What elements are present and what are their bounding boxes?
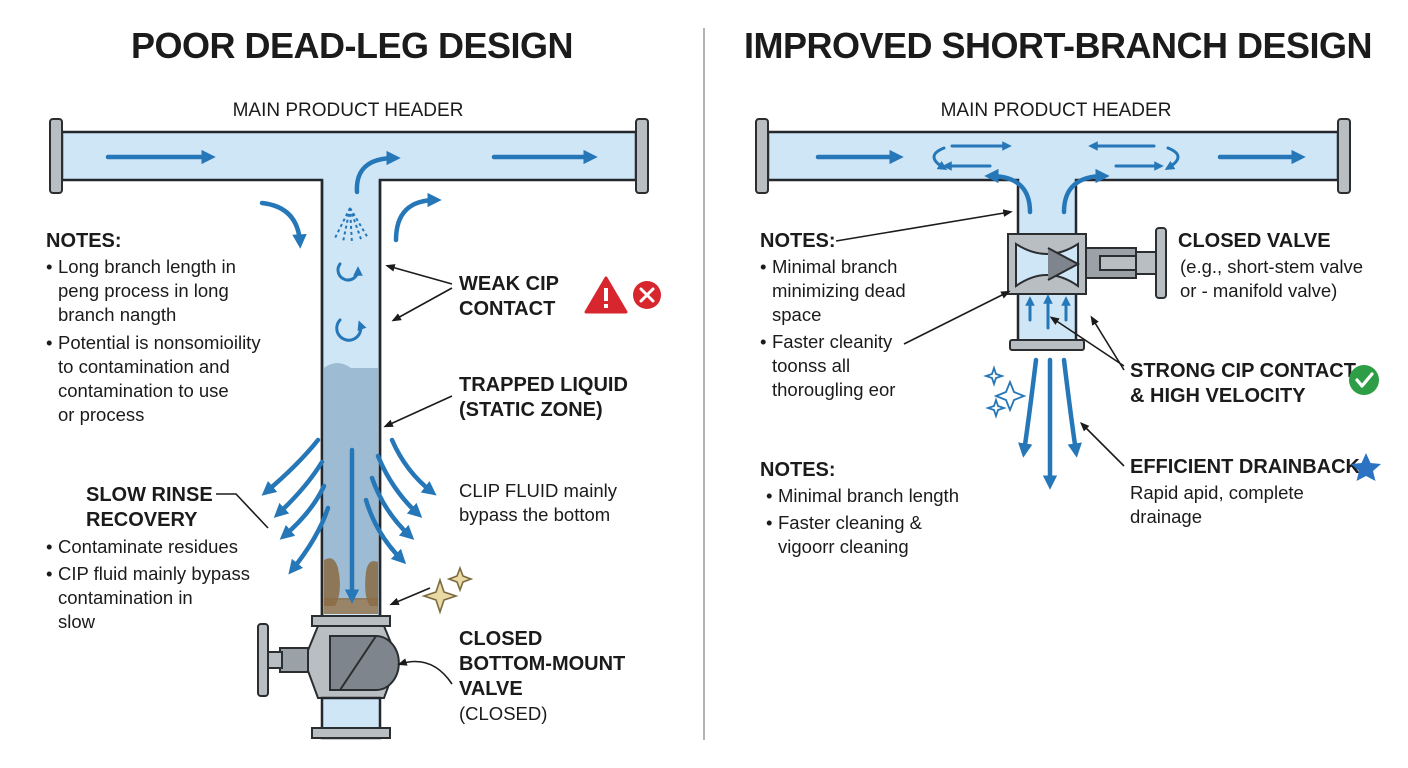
left-callout-weak-cip: WEAK CIP CONTACT <box>459 273 564 320</box>
right-flange-left <box>755 118 769 194</box>
left-bypass-arrows-right <box>363 437 437 565</box>
left-note-1-line-1: Long branch length in <box>58 256 236 277</box>
left-swirl-1 <box>336 262 363 282</box>
right-notes2-list: •Minimal branch length •Faster cleaning … <box>766 485 964 557</box>
left-flange-left <box>49 118 63 194</box>
left-slow-notes: •Contaminate residues •CIP fluid mainly … <box>46 536 255 632</box>
left-notes-list: •Long branch length in peng process in l… <box>46 256 266 425</box>
left-note-2-line-4: or process <box>58 404 144 425</box>
right-flange-right <box>1337 118 1351 194</box>
right-notes1-heading: NOTES: <box>760 230 836 252</box>
right-sparkle-icon <box>983 365 1027 419</box>
left-callout-slow-rinse: SLOW RINSE RECOVERY <box>86 484 218 531</box>
right-panel: IMPROVED SHORT-BRANCH DESIGN MAIN PRODUC… <box>744 25 1381 557</box>
right-callout-valve-sub: (e.g., short-stem valve or - manifold va… <box>1180 256 1368 301</box>
left-callout-bypass: CLIP FLUID mainly bypass the bottom <box>459 480 622 525</box>
left-callout-valve: CLOSED BOTTOM-MOUNT VALVE <box>459 628 631 700</box>
left-spray-icon <box>333 207 369 245</box>
left-liquid-surface <box>324 363 378 373</box>
left-note-2-line-2: to contamination and <box>58 356 230 377</box>
left-residue <box>324 558 378 606</box>
left-callout-trapped: TRAPPED LIQUID (STATIC ZONE) <box>459 374 633 421</box>
right-notes1-list: •Minimal branch minimizing dead space •F… <box>760 256 911 400</box>
left-note-1-line-2: peng process in long <box>58 280 229 301</box>
left-header-label: MAIN PRODUCT HEADER <box>233 100 464 121</box>
left-swirl-2 <box>335 318 367 342</box>
left-note-1-line-3: branch nangth <box>58 304 176 325</box>
left-flow-arrow-3 <box>354 150 401 195</box>
warning-icon <box>584 276 628 314</box>
right-callout-valve: CLOSED VALVE <box>1178 230 1331 252</box>
right-callout-drain: EFFICIENT DRAINBACK <box>1130 456 1361 478</box>
left-callout-valve-sub: (CLOSED) <box>459 703 547 724</box>
check-icon <box>1349 365 1379 395</box>
error-x-icon <box>633 281 661 309</box>
right-callout-drain-sub: Rapid apid, complete drainage <box>1130 482 1309 527</box>
left-note-2-line-3: contamination to use <box>58 380 229 401</box>
left-panel: POOR DEAD-LEG DESIGN MAIN PRODUCT HEADER <box>46 25 661 740</box>
left-title: POOR DEAD-LEG DESIGN <box>131 25 573 66</box>
left-flange-right <box>635 118 649 194</box>
left-sparkle-icon <box>421 565 474 615</box>
right-short-stem-valve <box>1007 227 1167 351</box>
right-title: IMPROVED SHORT-BRANCH DESIGN <box>744 25 1372 66</box>
left-note-2-line-1: Potential is nonsomioility <box>58 332 261 353</box>
left-residue-bottom <box>324 598 378 614</box>
right-drain-arrows <box>1018 357 1082 490</box>
left-bypass-arrows-left <box>261 437 331 575</box>
star-icon <box>1351 453 1381 481</box>
right-callout-strong: STRONG CIP CONTACT & HIGH VELOCITY <box>1130 360 1362 407</box>
right-notes2-heading: NOTES: <box>760 459 836 481</box>
right-header-label: MAIN PRODUCT HEADER <box>941 100 1172 121</box>
left-notes-heading: NOTES: <box>46 230 122 252</box>
left-bottom-valve <box>257 615 400 740</box>
